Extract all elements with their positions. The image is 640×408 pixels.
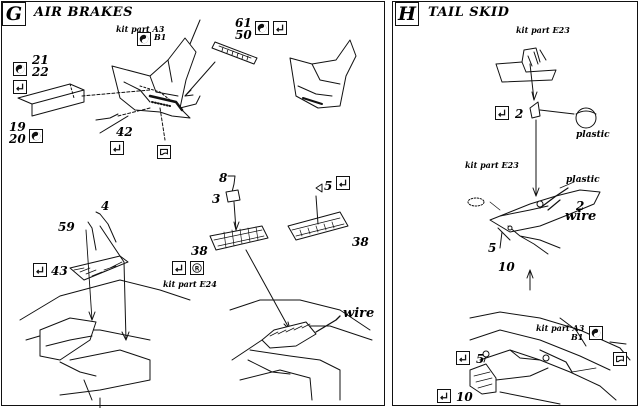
label-10-bottom: 10 xyxy=(456,390,473,404)
label-4: 4 xyxy=(101,199,110,213)
section-title-air-brakes: AIR BRAKES xyxy=(34,5,133,20)
yin-yang-icon xyxy=(13,62,27,76)
lower-fuselage-right xyxy=(229,299,373,401)
yin-yang-icon xyxy=(255,21,269,35)
tail-skid-drawings xyxy=(467,47,631,405)
fin-side-drawing xyxy=(289,39,357,109)
bend-arrow-icon xyxy=(172,261,186,275)
bend-arrow-icon xyxy=(110,141,124,155)
label-5-mid: 5 xyxy=(488,241,497,255)
registered-r-icon: R xyxy=(190,261,204,275)
label-wire-h: wire xyxy=(565,209,597,224)
label-plastic-top: plastic xyxy=(576,130,610,140)
label-50: 50 xyxy=(235,28,252,42)
label-42: 42 xyxy=(116,125,133,139)
bend-arrow-icon xyxy=(273,21,287,35)
fin-assembly-drawing xyxy=(111,37,201,119)
flat-sheet-icon xyxy=(157,145,171,159)
svg-text:R: R xyxy=(195,265,200,272)
label-22: 22 xyxy=(32,65,49,79)
label-5: 5 xyxy=(324,179,333,193)
bend-arrow-icon xyxy=(437,389,451,403)
yin-yang-icon xyxy=(29,129,43,143)
label-8: 8 xyxy=(219,171,228,185)
label-59: 59 xyxy=(58,220,75,234)
label-19: 19 xyxy=(9,120,26,134)
label-kit-part-e23-top: kit part E23 xyxy=(516,25,570,35)
yin-yang-icon xyxy=(137,32,151,46)
label-20: 20 xyxy=(9,132,26,146)
label-kit-part-e23-mid: kit part E23 xyxy=(465,160,519,170)
label-21: 21 xyxy=(32,53,49,67)
flat-sheet-icon xyxy=(613,352,627,366)
air-brakes-panel xyxy=(1,1,385,406)
section-letter-h: H xyxy=(395,2,419,26)
label-wire-g: wire xyxy=(343,306,375,321)
tail-skid-panel xyxy=(392,1,638,406)
label-kit-part-a3-h: kit part A3 xyxy=(536,323,585,333)
bend-arrow-icon xyxy=(33,263,47,277)
label-38-right: 38 xyxy=(352,235,369,249)
label-38-left: 38 xyxy=(191,244,208,258)
lower-fuselage-left xyxy=(19,255,191,408)
section-letter-g: G xyxy=(2,2,26,26)
label-kit-part-a3: kit part A3 xyxy=(116,24,165,34)
label-10-mid: 10 xyxy=(498,260,515,274)
label-43: 43 xyxy=(51,264,68,278)
yin-yang-icon xyxy=(589,326,603,340)
label-kit-part-e24: kit part E24 xyxy=(163,279,217,289)
label-5-bottom: 5 xyxy=(476,352,485,366)
label-2-mid: 2 xyxy=(576,199,585,213)
bend-arrow-icon xyxy=(13,80,27,94)
label-b1: B1 xyxy=(154,32,167,42)
label-b1-h: B1 xyxy=(571,332,584,342)
label-3: 3 xyxy=(212,192,221,206)
section-title-tail-skid: TAIL SKID xyxy=(428,5,510,20)
bend-arrow-icon xyxy=(456,351,470,365)
label-2-top: 2 xyxy=(515,107,524,121)
bend-arrow-icon xyxy=(336,176,350,190)
bend-arrow-icon xyxy=(495,106,509,120)
label-plastic-mid: plastic xyxy=(566,175,600,185)
label-61: 61 xyxy=(235,16,252,30)
